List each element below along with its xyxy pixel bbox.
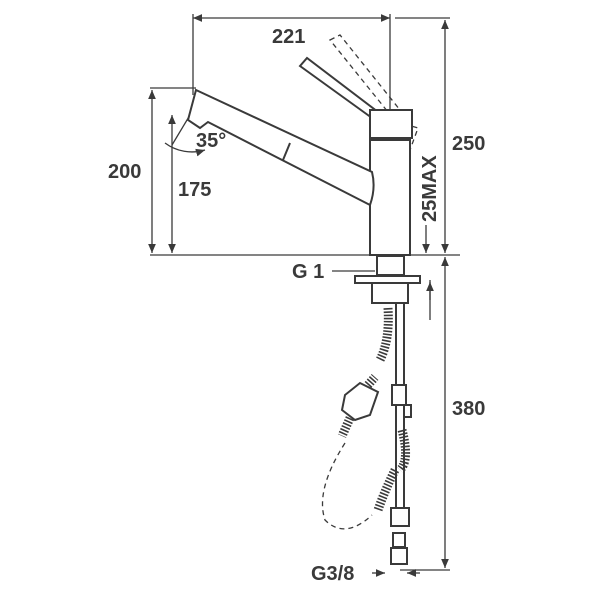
hoses xyxy=(321,303,412,565)
inlet-thread-label: G 1 xyxy=(292,261,324,283)
outlet-height-label: 175 xyxy=(178,179,211,201)
filter xyxy=(340,381,380,422)
hose-length-label: 380 xyxy=(452,398,485,420)
max-worktop-label: 25MAX xyxy=(419,155,441,222)
angle-label: 35° xyxy=(196,130,226,152)
spout-height-label: 200 xyxy=(108,161,141,183)
reach-label: 221 xyxy=(272,26,305,48)
faucet xyxy=(186,34,421,304)
hose-thread-label: G3/8 xyxy=(311,563,354,585)
dimension-lines xyxy=(148,14,460,577)
total-height-label: 250 xyxy=(452,133,485,155)
